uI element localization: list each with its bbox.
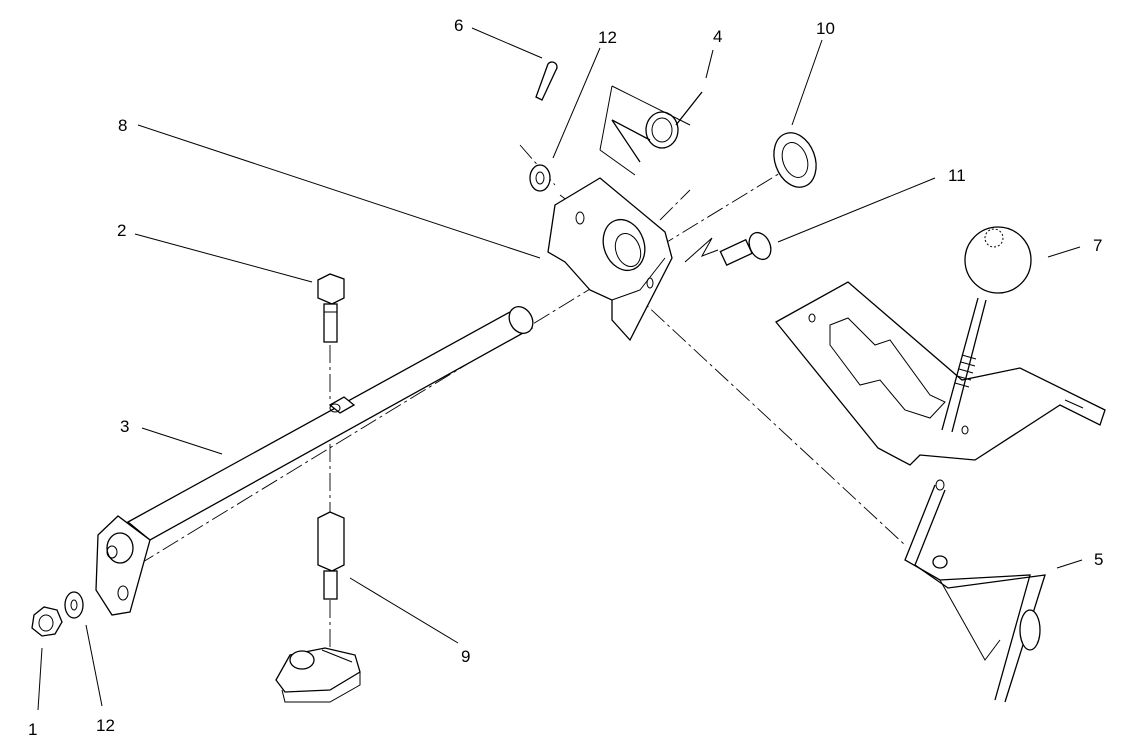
callout-7: 7: [1093, 236, 1102, 255]
shift-plate: [775, 281, 1106, 491]
callout-6: 6: [454, 16, 463, 35]
callout-4: 4: [713, 27, 722, 46]
leader-lines: [37, 27, 1083, 711]
callout-12-upper: 12: [598, 28, 617, 47]
callout-12-lower: 12: [96, 716, 115, 735]
washer-lower: [64, 591, 84, 619]
shift-lever-rod: [904, 484, 1046, 703]
callout-10: 10: [816, 19, 835, 38]
callout-3: 3: [120, 417, 129, 436]
callout-11: 11: [948, 166, 966, 185]
callout-8: 8: [118, 116, 127, 135]
callout-5: 5: [1094, 550, 1103, 569]
hex-standoff: [317, 511, 345, 600]
washer-upper: [529, 164, 551, 192]
assembly-centerlines: [137, 144, 906, 650]
carriage-bolt: [684, 231, 772, 267]
cotter-pin: [535, 61, 558, 101]
callout-9: 9: [461, 647, 470, 666]
shift-knob: [964, 226, 1032, 294]
lock-nut: [31, 606, 63, 637]
shift-lever-stem: [941, 297, 987, 433]
flat-washer-large: [773, 132, 817, 188]
hex-bolt: [317, 273, 345, 343]
torsion-spring: [599, 85, 703, 176]
callout-2: 2: [117, 221, 126, 240]
lower-clevis-bracket: [275, 647, 361, 703]
callout-1: 1: [28, 720, 37, 739]
callout-labels: 1 12 2 3 4 5 6 7 8 9 10 11 12: [28, 16, 1103, 739]
pivot-bracket: [547, 177, 673, 342]
shaft-end-plate: [95, 515, 151, 616]
